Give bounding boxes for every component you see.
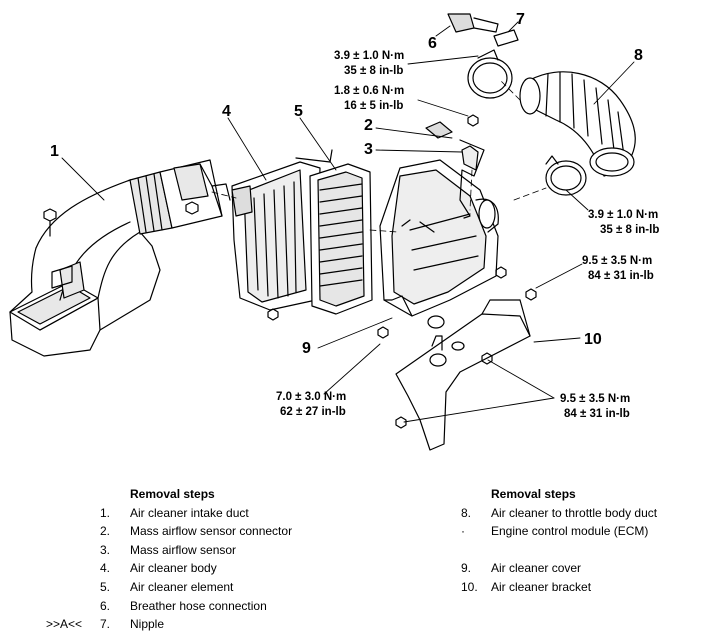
removal-step: 3. Mass airflow sensor (100, 541, 236, 560)
removal-step: 1. Air cleaner intake duct (100, 504, 249, 523)
step-number: · (461, 524, 465, 539)
removal-step (491, 541, 576, 560)
svg-text:35 ± 8 in-lb: 35 ± 8 in-lb (344, 65, 403, 77)
torque-spec-2: 1.8 ± 0.6 N·m 16 ± 5 in-lb (334, 85, 404, 112)
removal-step: 5. Air cleaner element (100, 578, 233, 597)
callout-7: 7 (516, 11, 525, 28)
step-number: 4. (100, 561, 111, 576)
step-text: Mass airflow sensor connector (130, 524, 293, 539)
breather-hose-drawing (447, 13, 519, 47)
step-number: 3. (100, 542, 111, 557)
step-mark: >>A<< (46, 617, 83, 632)
removal-step: 6. Breather hose connection (100, 597, 267, 616)
throttle-duct-drawing (519, 71, 636, 177)
removal-step: 10. Air cleaner bracket (461, 578, 591, 597)
assembly-lines (211, 79, 547, 233)
svg-text:3.9 ± 1.0 N·m: 3.9 ± 1.0 N·m (334, 50, 404, 62)
step-number: 7. (100, 617, 111, 632)
step-text: Air cleaner to throttle body duct (491, 505, 658, 520)
svg-text:3.9 ± 1.0 N·m: 3.9 ± 1.0 N·m (588, 209, 658, 221)
torque-spec-1: 3.9 ± 1.0 N·m 35 ± 8 in-lb (334, 50, 404, 77)
removal-steps-left: Removal steps 1. Air cleaner intake duct 2… (46, 485, 292, 634)
svg-text:7.0 ± 3.0 N·m: 7.0 ± 3.0 N·m (276, 391, 346, 403)
callouts: 1 2 3 4 5 6 7 8 9 10 (50, 11, 643, 357)
callout-3: 3 (364, 141, 373, 158)
svg-text:9.5 ± 3.5 N·m: 9.5 ± 3.5 N·m (582, 255, 652, 267)
svg-text:16 ± 5 in-lb: 16 ± 5 in-lb (344, 100, 403, 112)
exploded-diagram: 1 2 3 4 5 6 7 8 9 10 3.9 ± 1.0 N·m 35 ± … (9, 11, 659, 451)
callout-8: 8 (634, 47, 643, 64)
callout-1: 1 (50, 143, 59, 160)
torque-spec-4: 9.5 ± 3.5 N·m 84 ± 31 in-lb (582, 255, 654, 282)
torque-spec-5: 7.0 ± 3.0 N·m 62 ± 27 in-lb (276, 391, 346, 418)
step-text: Breather hose connection (130, 598, 267, 613)
bracket-drawing (377, 288, 537, 451)
callout-6: 6 (428, 35, 437, 52)
air-cleaner-case-drawing (379, 159, 507, 329)
removal-step: 8. Air cleaner to throttle body duct (461, 504, 657, 523)
step-text: Air cleaner intake duct (130, 505, 249, 520)
removal-step: >>A<< 7. Nipple (46, 615, 215, 634)
torque-spec-6: 9.5 ± 3.5 N·m 84 ± 31 in-lb (560, 393, 630, 420)
step-number: 5. (100, 579, 111, 594)
callout-4: 4 (222, 103, 231, 120)
removal-step: 4. Air cleaner body (100, 559, 217, 578)
step-text: Engine control module (ECM) (491, 524, 649, 539)
leader-lines (61, 21, 635, 423)
svg-text:84 ± 31 in-lb: 84 ± 31 in-lb (564, 408, 630, 420)
torque-specs: 3.9 ± 1.0 N·m 35 ± 8 in-lb 1.8 ± 0.6 N·m… (276, 50, 659, 420)
step-number: 6. (100, 598, 111, 613)
removal-step: 2. Mass airflow sensor connector (100, 522, 292, 541)
removal-step: · Engine control module (ECM) (461, 522, 648, 541)
maf-sensor-drawing (425, 114, 485, 219)
removal-steps-heading-left: Removal steps (130, 487, 215, 501)
callout-10: 10 (584, 331, 602, 348)
step-number: 8. (461, 505, 472, 520)
callout-9: 9 (302, 340, 311, 357)
step-text: Nipple (130, 617, 165, 632)
step-number: 9. (461, 561, 472, 576)
air-cleaner-element-drawing (309, 163, 373, 315)
removal-steps-heading-right: Removal steps (491, 487, 576, 501)
step-text: Air cleaner cover (491, 561, 582, 576)
step-text: Air cleaner body (130, 561, 217, 576)
torque-spec-3: 3.9 ± 1.0 N·m 35 ± 8 in-lb (588, 209, 659, 236)
svg-text:35 ± 8 in-lb: 35 ± 8 in-lb (600, 224, 659, 236)
removal-step: 9. Air cleaner cover (461, 559, 581, 578)
step-text: Mass airflow sensor (130, 542, 237, 557)
callout-2: 2 (364, 117, 373, 134)
step-number: 2. (100, 524, 111, 539)
callout-5: 5 (294, 103, 303, 120)
step-text: Air cleaner element (130, 579, 234, 594)
svg-text:62 ± 27 in-lb: 62 ± 27 in-lb (280, 406, 346, 418)
svg-text:9.5 ± 3.5 N·m: 9.5 ± 3.5 N·m (560, 393, 630, 405)
step-number: 10. (461, 579, 478, 594)
intake-duct-drawing (9, 159, 231, 357)
svg-text:1.8 ± 0.6 N·m: 1.8 ± 0.6 N·m (334, 85, 404, 97)
svg-text:84 ± 31 in-lb: 84 ± 31 in-lb (588, 270, 654, 282)
step-text: Air cleaner bracket (491, 579, 592, 594)
step-number: 1. (100, 505, 111, 520)
removal-steps-right: Removal steps 8. Air cleaner to throttle … (461, 485, 657, 597)
